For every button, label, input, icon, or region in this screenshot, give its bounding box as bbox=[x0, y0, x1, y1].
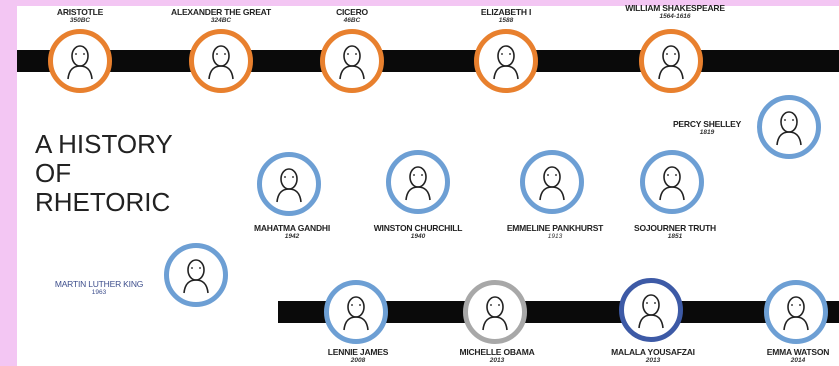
timeline-band-top bbox=[17, 50, 839, 72]
title-line-3: RHETORIC bbox=[35, 187, 171, 217]
gandhi-portrait-icon bbox=[276, 168, 302, 203]
watson-portrait-icon bbox=[783, 296, 809, 331]
page-frame-top bbox=[0, 0, 839, 6]
portrait-shelley bbox=[757, 95, 821, 159]
portrait-alexander bbox=[189, 29, 253, 93]
portrait-shakespeare bbox=[639, 29, 703, 93]
page-frame-left bbox=[0, 0, 17, 366]
elizabeth-portrait-icon bbox=[493, 45, 519, 80]
label-malala: MALALA YOUSAFZAI 2013 bbox=[611, 347, 695, 365]
truth-portrait-icon bbox=[659, 166, 685, 201]
portrait-churchill bbox=[386, 150, 450, 214]
portrait-watson bbox=[764, 280, 828, 344]
portrait-cicero bbox=[320, 29, 384, 93]
alexander-bust-icon bbox=[208, 45, 234, 80]
portrait-king bbox=[164, 243, 228, 307]
portrait-gandhi bbox=[257, 152, 321, 216]
page-title: A HISTORY OF RHETORIC bbox=[35, 130, 173, 217]
portrait-james bbox=[324, 280, 388, 344]
king-portrait-icon bbox=[183, 259, 209, 294]
label-obama: MICHELLE OBAMA 2013 bbox=[459, 347, 535, 365]
portrait-obama bbox=[463, 280, 527, 344]
portrait-elizabeth bbox=[474, 29, 538, 93]
james-portrait-icon bbox=[343, 296, 369, 331]
label-truth: SOJOURNER TRUTH 1851 bbox=[633, 223, 717, 241]
label-aristotle: ARISTOTLE 350BC bbox=[56, 7, 104, 25]
title-line-2: OF bbox=[35, 158, 72, 188]
cicero-bust-icon bbox=[339, 45, 365, 80]
label-elizabeth: ELIZABETH I 1588 bbox=[480, 7, 532, 25]
churchill-portrait-icon bbox=[405, 166, 431, 201]
portrait-truth bbox=[640, 150, 704, 214]
label-cicero: CICERO 46BC bbox=[336, 7, 368, 25]
aristotle-bust-icon bbox=[67, 45, 93, 80]
label-watson: EMMA WATSON 2014 bbox=[766, 347, 830, 365]
label-shelley: PERCY SHELLEY 1819 bbox=[672, 119, 742, 137]
label-pankhurst: EMMELINE PANKHURST 1913 bbox=[506, 223, 604, 241]
shakespeare-portrait-icon bbox=[658, 45, 684, 80]
shelley-portrait-icon bbox=[776, 111, 802, 146]
obama-portrait-icon bbox=[482, 296, 508, 331]
portrait-malala bbox=[619, 278, 683, 342]
label-james: LENNIE JAMES 2008 bbox=[327, 347, 389, 365]
timeline-band-bottom bbox=[278, 301, 839, 323]
malala-portrait-icon bbox=[638, 294, 664, 329]
label-shakespeare: WILLIAM SHAKESPEARE 1564-1616 bbox=[625, 3, 725, 21]
title-line-1: A HISTORY bbox=[35, 129, 173, 159]
label-king: MARTIN LUTHER KING 1963 bbox=[54, 279, 144, 297]
portrait-pankhurst bbox=[520, 150, 584, 214]
label-alexander: ALEXANDER THE GREAT 324BC bbox=[171, 7, 271, 25]
label-churchill: WINSTON CHURCHILL 1940 bbox=[373, 223, 463, 241]
label-gandhi: MAHATMA GANDHI 1942 bbox=[253, 223, 331, 241]
pankhurst-portrait-icon bbox=[539, 166, 565, 201]
portrait-aristotle bbox=[48, 29, 112, 93]
